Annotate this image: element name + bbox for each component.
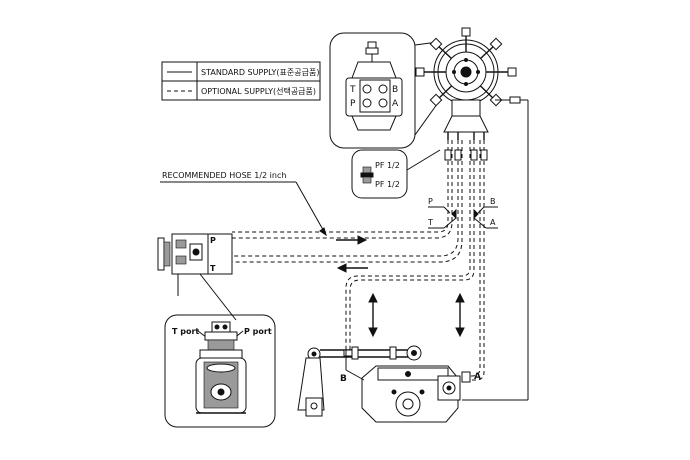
fitting-detail-bubble: PF 1/2 PF 1/2 — [351, 149, 441, 199]
line-label-a: A — [490, 218, 496, 227]
helm-wheel — [415, 27, 517, 140]
pump-port-a: A — [392, 99, 399, 109]
pump-port-p: P — [350, 99, 356, 109]
cylinder-port-b: B — [340, 374, 347, 384]
line-label-p: P — [428, 197, 433, 206]
pump-port-t: T — [349, 85, 356, 95]
legend: STANDARD SUPPLY(표준공급품) OPTIONAL SUPPLY(선… — [161, 61, 321, 101]
fitting-label-2: PF 1/2 — [375, 180, 400, 189]
line-label-t: T — [427, 218, 433, 227]
line-labels: P T B A — [427, 197, 498, 229]
steering-cylinder: B A — [297, 345, 481, 423]
legend-optional-label: OPTIONAL SUPPLY(선택공급품) — [201, 86, 316, 96]
tank-port-t: T — [210, 264, 216, 273]
cylinder-port-a: A — [474, 372, 481, 382]
tank-unit: P T — [157, 233, 237, 321]
fitting-label-1: PF 1/2 — [375, 161, 400, 170]
cylinder-move-arrows — [368, 292, 465, 338]
flow-arrows — [336, 235, 368, 273]
legend-standard-label: STANDARD SUPPLY(표준공급품) — [201, 68, 319, 77]
hose-note: RECOMMENDED HOSE 1/2 inch — [160, 171, 327, 237]
tank-port-p: P — [210, 236, 216, 245]
helm-hoses — [232, 140, 488, 381]
tank-detail-p-port: P port — [244, 327, 272, 336]
pump-port-b: B — [392, 85, 398, 95]
tank-detail-bubble: T port P port — [164, 314, 276, 428]
pilot-line — [462, 96, 529, 401]
tank-detail-t-port: T port — [172, 327, 199, 336]
pump-detail-bubble: T P B A — [329, 32, 441, 149]
hose-note-label: RECOMMENDED HOSE 1/2 inch — [162, 171, 286, 180]
line-label-b: B — [490, 197, 496, 206]
